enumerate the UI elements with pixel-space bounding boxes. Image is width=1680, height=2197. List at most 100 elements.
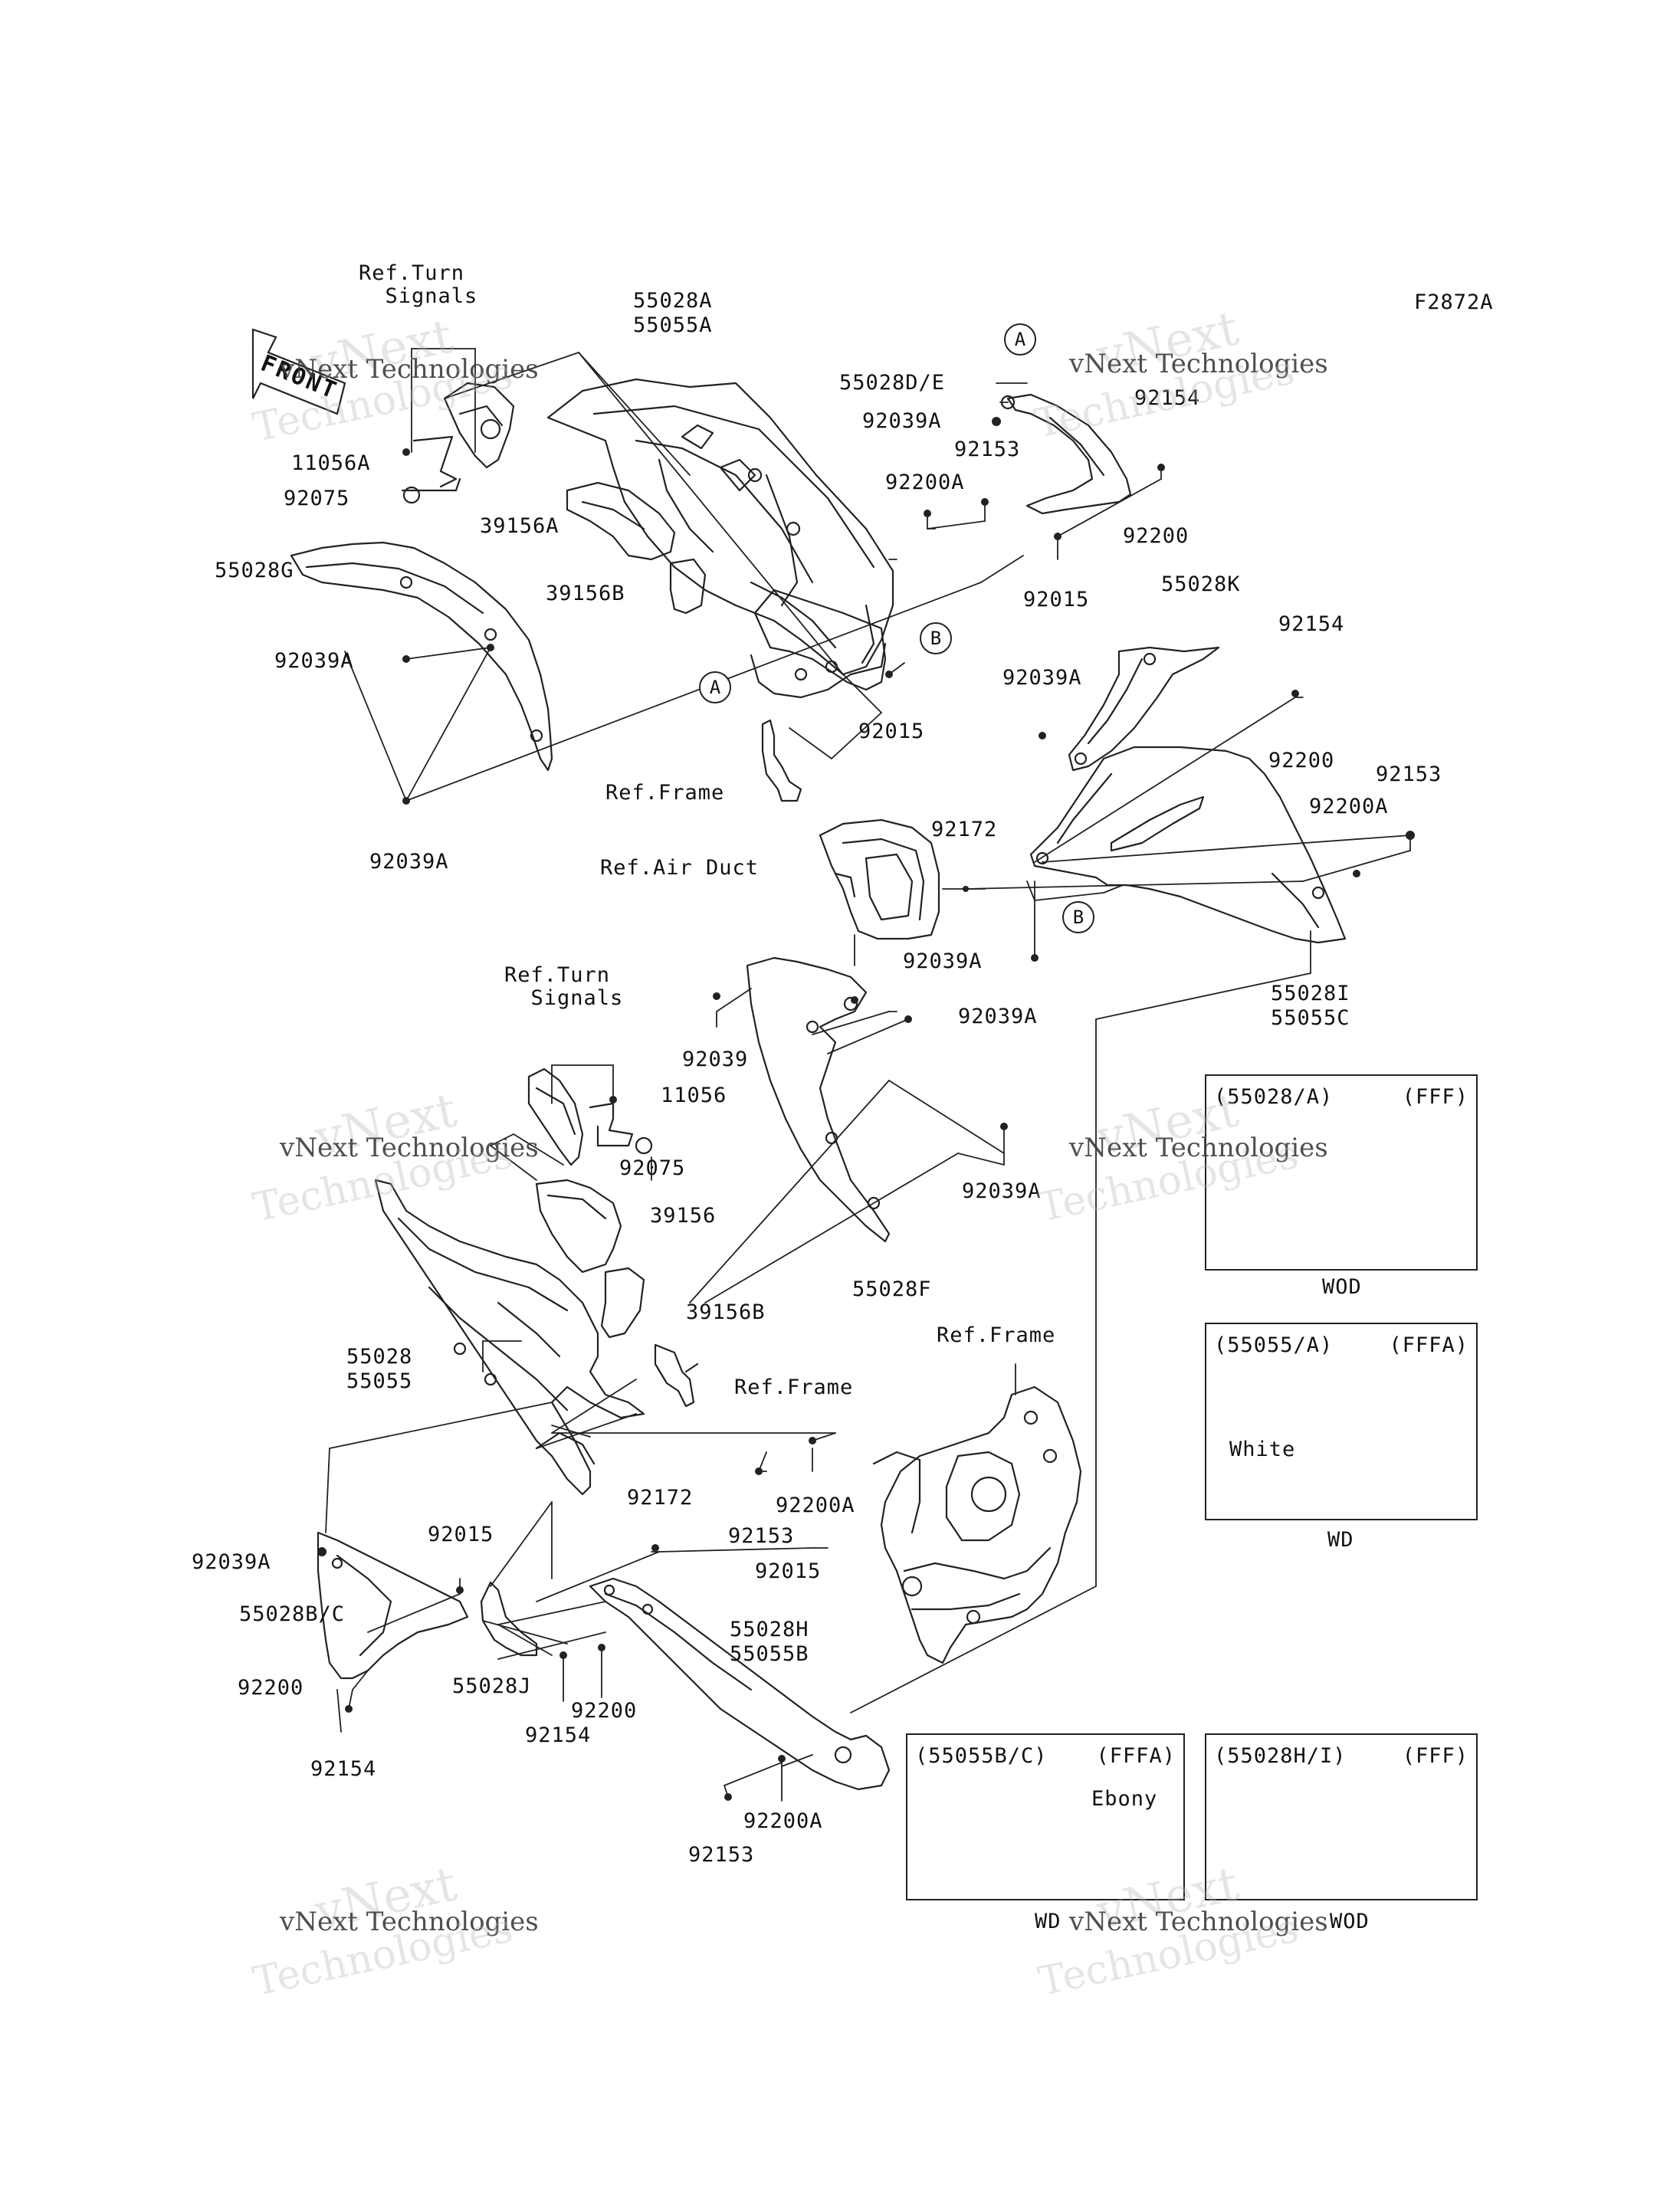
fastener-dots (317, 417, 1415, 1801)
variant-box-55055BC: (55055B/C) (FFFA) Ebony (906, 1733, 1185, 1900)
label-92015-b: 92015 (858, 720, 925, 743)
label-92039A-c: 92039A (1002, 666, 1082, 690)
inner-panel-upper (750, 589, 887, 699)
label-55028G: 55028G (215, 559, 294, 582)
label-92154-c: 92154 (310, 1757, 377, 1781)
variant-box-head: (55028H/I) (1214, 1744, 1347, 1768)
label-39156B-a: 39156B (546, 582, 625, 605)
label-92153-a: 92153 (954, 438, 1021, 461)
label-92015-c: 92015 (428, 1523, 494, 1546)
variant-caption-wod-1: WOD (1322, 1275, 1362, 1299)
variant-note-ebony: Ebony (1091, 1787, 1158, 1811)
label-92200-c: 92200 (238, 1676, 304, 1700)
label-55055C: 55055C (1271, 1006, 1350, 1030)
label-39156A: 39156A (480, 514, 559, 538)
bracket-ref-frame-upper (761, 719, 802, 802)
label-55055B: 55055B (730, 1642, 809, 1666)
label-55028J: 55028J (452, 1674, 532, 1698)
label-92039A-f: 92039A (958, 1005, 1038, 1028)
cowl-55028H (589, 1577, 891, 1791)
label-ref-turn-signals-upper: Ref.Turn Signals (359, 261, 478, 308)
callout-b-upper: B (920, 622, 952, 654)
label-92039-a: 92039 (682, 1048, 749, 1071)
label-92039A-a: 92039A (862, 409, 942, 433)
label-55028F: 55028F (852, 1277, 932, 1301)
label-55028I: 55028I (1271, 982, 1350, 1005)
label-ref-air-duct: Ref.Air Duct (600, 856, 760, 880)
variant-note-white: White (1229, 1438, 1296, 1461)
callout-a-upper: A (1004, 323, 1036, 356)
label-55055A: 55055A (633, 313, 713, 337)
duct-39156B-lower (600, 1267, 645, 1339)
panel-55028BC (317, 1531, 469, 1680)
panel-55028DE (1000, 393, 1132, 515)
variant-box-55028A: (55028/A) (FFF) (1205, 1074, 1478, 1271)
label-ref-frame-upper: Ref.Frame (605, 781, 725, 805)
label-92039A-d: 92039A (369, 850, 449, 874)
label-55028: 55028 (346, 1345, 413, 1369)
variant-box-code: (FFFA) (1389, 1333, 1468, 1357)
variant-box-55028HI: (55028H/I) (FFF) (1205, 1733, 1478, 1900)
turn-signal-lower (527, 1067, 653, 1166)
label-55028H: 55028H (730, 1618, 809, 1641)
label-92039A-h: 92039A (192, 1550, 271, 1574)
label-92153-d: 92153 (688, 1843, 755, 1867)
label-92039A-g: 92039A (962, 1179, 1042, 1203)
label-55055: 55055 (346, 1369, 413, 1393)
label-92172-a: 92172 (931, 818, 998, 841)
variant-box-55055A: (55055/A) (FFFA) White (1205, 1323, 1478, 1520)
label-92039A-e: 92039A (903, 949, 983, 973)
panel-55028J (480, 1581, 538, 1657)
variant-box-code: (FFFA) (1096, 1744, 1176, 1768)
label-55028BC: 55028B/C (239, 1602, 346, 1626)
label-92015-d: 92015 (755, 1559, 822, 1583)
variant-box-code: (FFF) (1402, 1085, 1468, 1109)
duct-39156A (566, 481, 676, 561)
label-ref-turn-signals-lower: Ref.Turn Signals (504, 963, 624, 1010)
front-arrow (251, 328, 346, 415)
callout-a-lower: A (699, 671, 731, 703)
label-55028A: 55028A (633, 289, 713, 313)
label-92075-b: 92075 (619, 1156, 686, 1180)
label-55028DE: 55028D/E (839, 371, 946, 395)
variant-box-head: (55055B/C) (915, 1744, 1048, 1768)
side-panel-55028G (290, 541, 553, 772)
label-ref-frame-frame: Ref.Frame (937, 1323, 1056, 1347)
label-39156: 39156 (650, 1204, 717, 1228)
label-92015-a: 92015 (1023, 588, 1090, 612)
label-92200A-b: 92200A (1309, 795, 1389, 818)
label-92200-a: 92200 (1123, 524, 1189, 548)
label-92153-b: 92153 (1376, 762, 1442, 786)
diagram-code: F2872A (1414, 290, 1494, 314)
variant-caption-wd-2: WD (1035, 1910, 1061, 1933)
turn-signal-upper (401, 382, 515, 504)
panel-55028K (1068, 646, 1220, 772)
variant-box-head: (55055/A) (1214, 1333, 1334, 1357)
bracket-ref-frame-lower (654, 1343, 699, 1408)
label-92039A-b: 92039A (274, 649, 354, 673)
label-92200-d: 92200 (571, 1699, 638, 1723)
label-39156B-b: 39156B (686, 1300, 766, 1324)
watermark-text: vNext Technologies (1069, 1133, 1328, 1163)
panel-55028F (746, 956, 891, 1243)
label-92075-a: 92075 (284, 487, 350, 510)
variant-caption-wod-2: WOD (1330, 1910, 1370, 1933)
label-92200A-a: 92200A (885, 471, 965, 494)
label-55028K: 55028K (1161, 572, 1241, 596)
label-92153-c: 92153 (728, 1524, 795, 1548)
label-92200A-c: 92200A (776, 1494, 855, 1517)
watermark-text: vNext Technologies (1069, 1907, 1328, 1937)
variant-box-head: (55028/A) (1214, 1085, 1334, 1109)
frame-ref (872, 1385, 1082, 1664)
label-92200-b: 92200 (1268, 749, 1335, 772)
air-duct (819, 818, 940, 940)
panel-55028I (1029, 746, 1347, 944)
label-11056: 11056 (661, 1084, 727, 1107)
label-11056A: 11056A (291, 451, 371, 475)
label-92200A-d: 92200A (743, 1809, 823, 1833)
leader-lines (325, 348, 1411, 1802)
label-92154-b: 92154 (1278, 612, 1345, 636)
cowl-55028 (374, 1179, 645, 1496)
variant-box-code: (FFF) (1402, 1744, 1468, 1768)
